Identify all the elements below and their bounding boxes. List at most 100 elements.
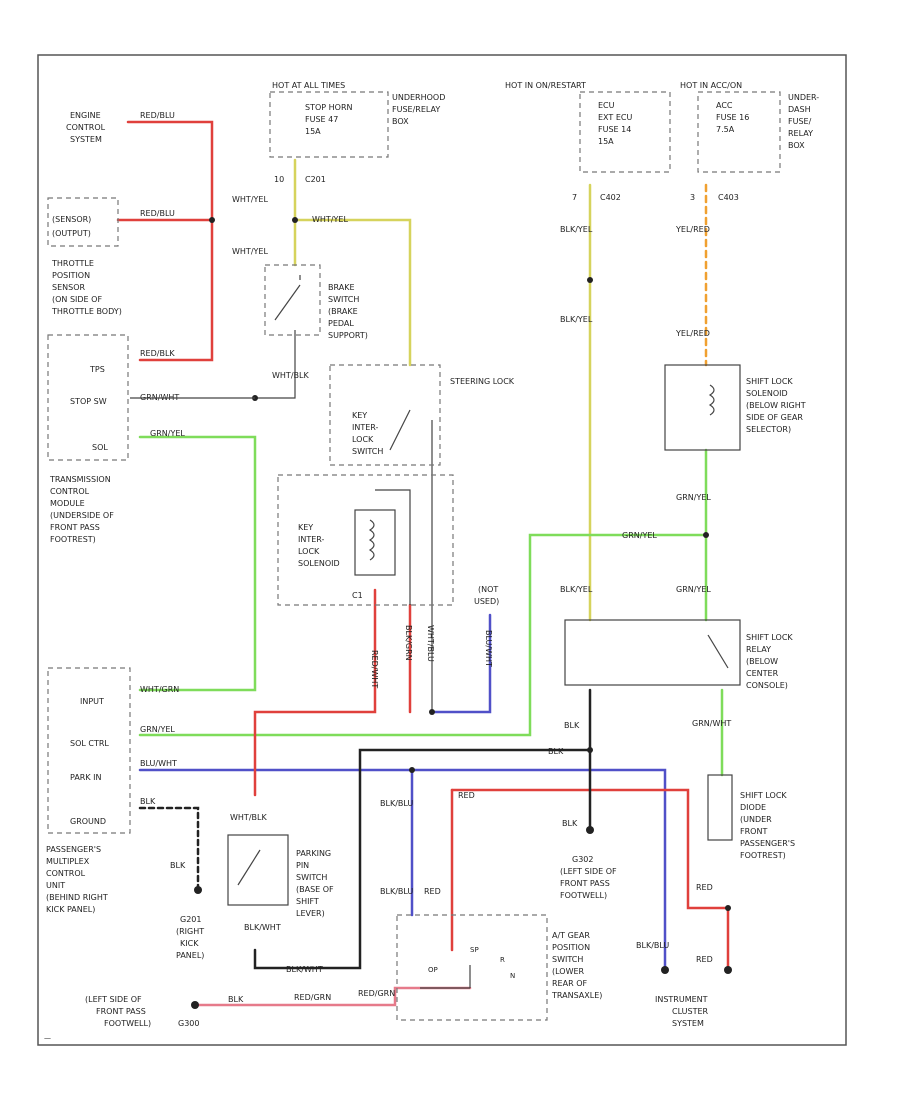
gear-pos-sp: SP <box>470 946 479 954</box>
label-fuse-right-box-2: FUSE 16 <box>716 113 749 122</box>
relay-switch-symbol <box>707 634 729 669</box>
wire-label-red-grn-1: RED/GRN <box>294 993 331 1002</box>
mux-pin-ground: GROUND <box>70 817 106 826</box>
wire-blk-ki-sol <box>375 489 411 605</box>
label-sensor-top: (SENSOR) <box>52 215 91 224</box>
label-kis-4: SWITCH <box>352 447 383 456</box>
mux-pin-park: PARK IN <box>70 773 101 782</box>
label-fuse-left-top: HOT AT ALL TIMES <box>272 81 345 90</box>
wire-red-ki <box>253 588 377 797</box>
label-slr-5: CONSOLE) <box>746 681 788 690</box>
multiplex-box <box>47 667 131 834</box>
label-gear-5: REAR OF <box>552 979 587 988</box>
label-pps-3: SWITCH <box>296 873 327 882</box>
label-pps-2: PIN <box>296 861 309 870</box>
label-fuse-left-name-2: FUSE/RELAY <box>392 105 440 114</box>
label-tps-1: THROTTLE <box>51 259 94 268</box>
gear-switch-box <box>396 914 548 1021</box>
label-conn-mid-1: 7 <box>572 193 577 202</box>
brake-switch-symbol <box>274 275 301 321</box>
wire-label-red-wht: RED/WHT <box>370 650 379 688</box>
wire-label-wht-yel-1: WHT/YEL <box>232 195 268 204</box>
key-interlock-box <box>277 474 454 606</box>
label-fuse-right-name-2: DASH <box>788 105 811 114</box>
label-slr-3: (BELOW <box>746 657 778 666</box>
shift-lock-solenoid-box <box>664 364 741 451</box>
ground-dot <box>194 886 202 894</box>
wire-label-blk-blu-2: BLK/BLU <box>380 887 413 896</box>
label-fuse-right-name-3: FUSE/ <box>788 117 812 126</box>
label-sld-1: SHIFT LOCK <box>740 791 787 800</box>
wire-label-blu-wht: BLU/WHT <box>484 630 493 667</box>
park-switch-symbol <box>237 849 261 886</box>
label-g302-1: G302 <box>572 855 593 864</box>
junction-dot <box>587 747 593 753</box>
ground-dot <box>586 826 594 834</box>
wire-label-blk-mux: BLK <box>140 797 156 806</box>
label-fuse-left-name-1: UNDERHOOD <box>392 93 445 102</box>
junction-dot <box>725 905 731 911</box>
key-switch-symbol <box>389 409 411 451</box>
label-mux-2: MULTIPLEX <box>46 857 90 866</box>
wire-label-red-1: RED <box>696 883 713 892</box>
label-tcm-2: CONTROL <box>50 487 90 496</box>
sensor-box <box>47 197 119 247</box>
label-g302-3: FRONT PASS <box>560 879 610 888</box>
label-tps-5: THROTTLE BODY) <box>51 307 122 316</box>
label-sld-5: PASSENGER'S <box>740 839 795 848</box>
label-brake-1: BRAKE <box>328 283 355 292</box>
wire-label-grn-wht-r: GRN/WHT <box>692 719 731 728</box>
wire-label-red-grn-2: RED/GRN <box>358 989 395 998</box>
label-kisol-3: LOCK <box>298 547 320 556</box>
label-fuse-mid-box-4: 15A <box>598 137 614 146</box>
label-brake-4: PEDAL <box>328 319 354 328</box>
label-tcm-3: MODULE <box>50 499 85 508</box>
label-slr-2: RELAY <box>746 645 771 654</box>
label-sld-6: FOOTREST) <box>740 851 786 860</box>
label-conn-right-1: 3 <box>690 193 695 202</box>
label-tcm-1: TRANSMISSION <box>49 475 111 484</box>
wire-label-grn-yel-mid: GRN/YEL <box>622 531 657 540</box>
label-engine-control-2: CONTROL <box>66 123 106 132</box>
label-brake-2: SWITCH <box>328 295 359 304</box>
label-g300-2: FRONT PASS <box>96 1007 146 1016</box>
label-tcm-4: (UNDERSIDE OF <box>50 511 114 520</box>
tcm-pin-tps: TPS <box>89 365 105 374</box>
label-inst-3: SYSTEM <box>672 1019 704 1028</box>
wire-blue-park <box>138 768 667 972</box>
label-slr-4: CENTER <box>746 669 779 678</box>
wire-label-blk-g302: BLK <box>562 819 578 828</box>
label-tps-3: SENSOR <box>52 283 85 292</box>
label-pps-4: (BASE OF <box>296 885 334 894</box>
label-fuse-mid-box-1: ECU <box>598 101 615 110</box>
label-conn-left-1: 10 <box>274 175 284 184</box>
terminal-dot <box>724 966 732 974</box>
label-g302-2: (LEFT SIDE OF <box>560 867 617 876</box>
wire-label-red-top: RED <box>458 791 475 800</box>
mux-pin-sol: SOL CTRL <box>70 739 109 748</box>
label-sls-3: (BELOW RIGHT <box>746 401 806 410</box>
label-inst-1: INSTRUMENT <box>655 995 708 1004</box>
label-kisol-2: INTER- <box>298 535 325 544</box>
label-fuse-right-box-3: 7.5A <box>716 125 735 134</box>
label-g201-4: PANEL) <box>176 951 204 960</box>
terminal-dot <box>661 966 669 974</box>
wire-label-blk-yel-2: BLK/YEL <box>560 315 593 324</box>
label-fuse-left-name-3: BOX <box>392 117 409 126</box>
junction-dot <box>703 532 709 538</box>
label-not-used-2: USED) <box>474 597 499 606</box>
wire-label-blk-yel-1: BLK/YEL <box>560 225 593 234</box>
label-kisol-4: SOLENOID <box>298 559 340 568</box>
wire-label-wht-yel-3: WHT/YEL <box>232 247 268 256</box>
wire-label-blk-g201: BLK <box>170 861 186 870</box>
label-g201-1: G201 <box>180 915 201 924</box>
wire-black-left <box>138 806 200 892</box>
wire-yellow-brake <box>293 158 412 367</box>
wire-label-wht-blk-park: WHT/BLK <box>230 813 267 822</box>
sls-coil <box>708 384 715 416</box>
wire-label-grn-yel-mux: GRN/YEL <box>140 725 175 734</box>
wire-label-blk-wht-2: BLK/WHT <box>286 965 323 974</box>
fuse-box-mid <box>579 91 671 173</box>
wire-black-ground <box>253 688 592 970</box>
diagram-border <box>37 54 847 1046</box>
